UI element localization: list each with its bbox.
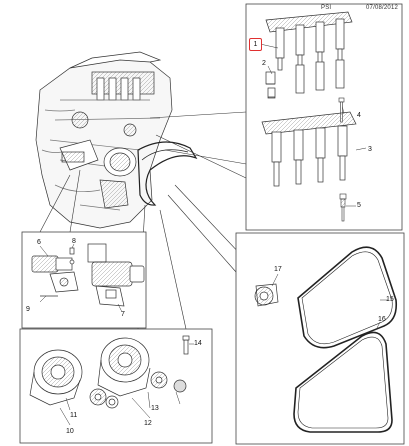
- callout-10[interactable]: 10: [66, 428, 74, 435]
- callout-2[interactable]: 2: [262, 60, 266, 67]
- callout-4[interactable]: 4: [357, 112, 361, 119]
- callout-5[interactable]: 5: [357, 202, 361, 209]
- callout-13[interactable]: 13: [151, 405, 159, 412]
- engine-block-illustration: [35, 51, 198, 229]
- callout-15[interactable]: 15: [386, 296, 394, 303]
- belt-16-outline: [293, 331, 393, 433]
- alternator-panel: [19, 328, 213, 444]
- starter-motor-panel: [21, 231, 147, 329]
- diagram-date: 07/08/2012: [366, 5, 399, 11]
- callout-14[interactable]: 14: [194, 340, 202, 347]
- callout-6[interactable]: 6: [37, 239, 41, 246]
- callout-11[interactable]: 11: [70, 412, 78, 419]
- diagram-code: PSI: [321, 5, 332, 11]
- callout-17[interactable]: 17: [274, 266, 282, 273]
- ignition-coil-panel: [245, 3, 403, 231]
- belt-15-outline: [297, 246, 398, 349]
- callout-9[interactable]: 9: [26, 306, 30, 313]
- callout-8[interactable]: 8: [72, 238, 76, 245]
- callout-1-highlighted[interactable]: 1: [249, 38, 262, 51]
- callout-7[interactable]: 7: [121, 311, 125, 318]
- callout-16[interactable]: 16: [378, 316, 386, 323]
- belt-panel: [235, 232, 405, 445]
- callout-3[interactable]: 3: [368, 146, 372, 153]
- callout-12[interactable]: 12: [144, 420, 152, 427]
